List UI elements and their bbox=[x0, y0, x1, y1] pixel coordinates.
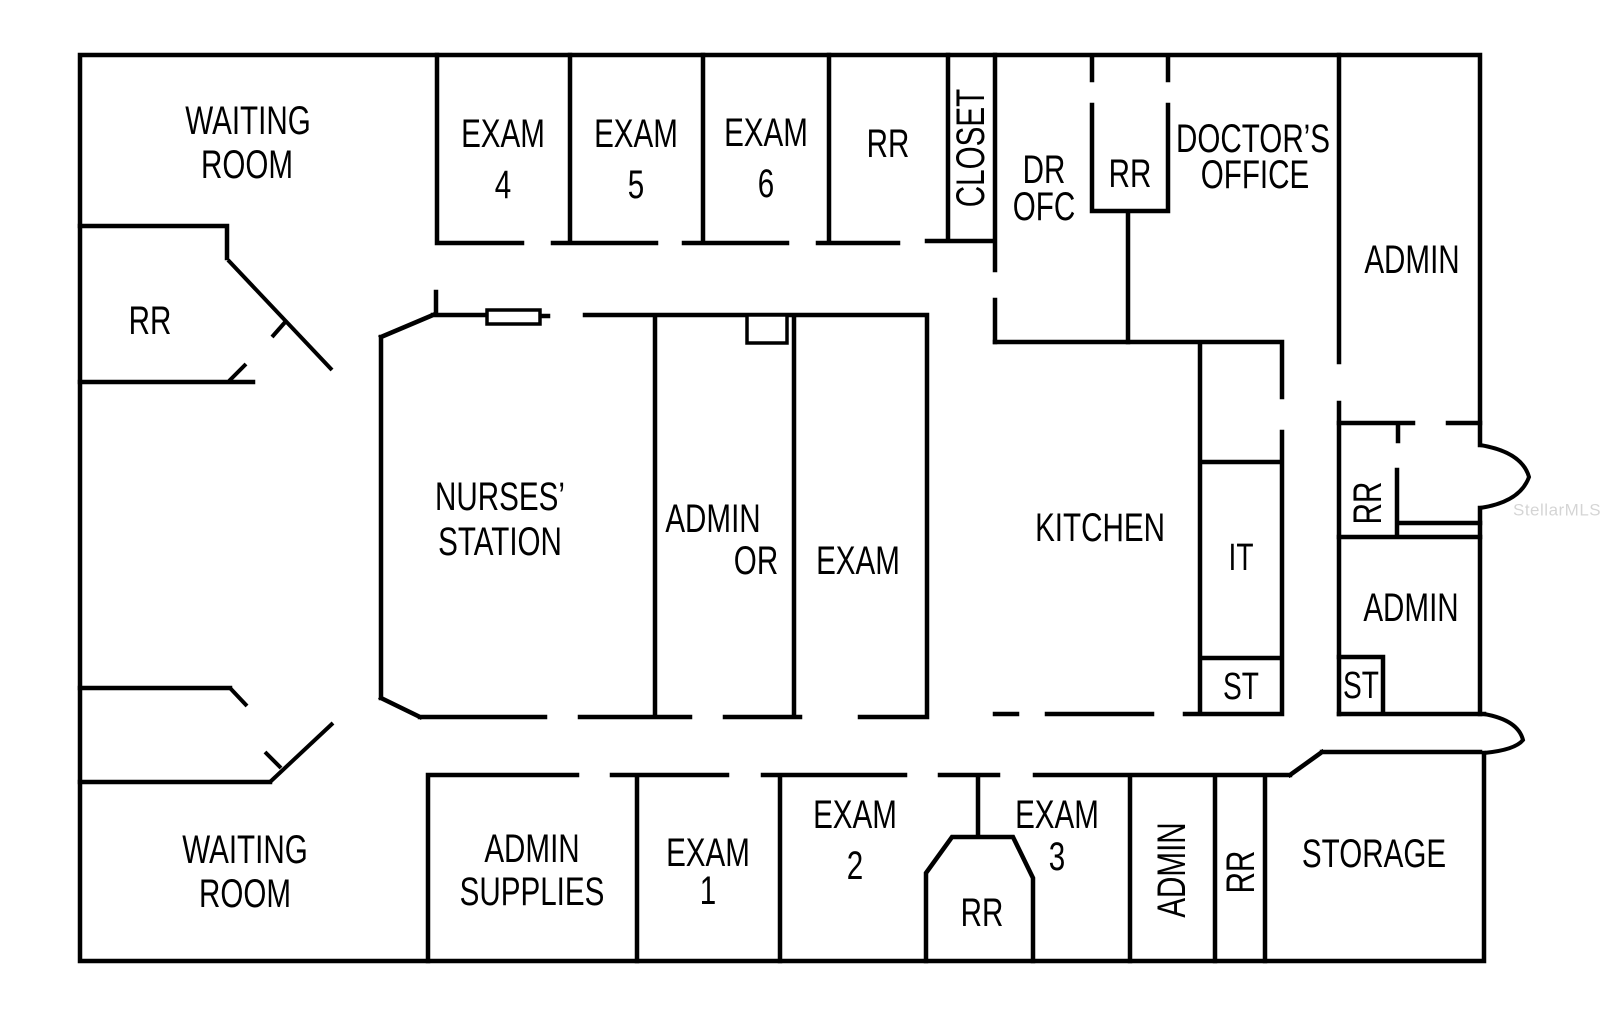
room-label-exam-5: 5 bbox=[628, 163, 644, 207]
room-label-doctors-office: DOCTOR’S bbox=[1176, 117, 1330, 161]
exterior-door-arc-icon bbox=[1479, 443, 1532, 510]
room-label-waiting-room-bottom: WAITING bbox=[182, 828, 307, 872]
door-tick-icon bbox=[227, 362, 248, 383]
room-label-exam-3: 3 bbox=[1049, 835, 1065, 879]
room-label-admin-supplies: ADMIN bbox=[484, 827, 579, 871]
door-tick-icon bbox=[270, 318, 289, 339]
room-label-exam-4: EXAM bbox=[461, 112, 545, 156]
watermark: StellarMLS bbox=[1513, 501, 1600, 520]
interior-walls-right-block bbox=[1336, 420, 1487, 717]
room-label-waiting-room-bottom: ROOM bbox=[199, 872, 291, 916]
room-label-restroom-top-left: RR bbox=[129, 299, 172, 343]
room-label-exam-6: EXAM bbox=[724, 111, 808, 155]
room-label-exam-1: EXAM bbox=[666, 831, 750, 875]
room-label-exam-2: 2 bbox=[847, 844, 863, 888]
sliding-door-icon bbox=[485, 308, 542, 326]
door-leaf-icon bbox=[226, 258, 334, 372]
interior-walls-bottom-row bbox=[425, 748, 1483, 964]
room-label-exam-1: 1 bbox=[700, 869, 716, 913]
room-label-storage: STORAGE bbox=[1302, 832, 1446, 876]
room-label-exam-center: EXAM bbox=[816, 539, 900, 583]
room-label-dr-ofc: OFC bbox=[1013, 185, 1075, 229]
room-label-restroom-bottom-right: RR bbox=[1219, 851, 1263, 894]
room-label-admin-right: ADMIN bbox=[1363, 586, 1458, 630]
room-label-st-right: ST bbox=[1343, 665, 1379, 707]
room-label-exam-5: EXAM bbox=[594, 112, 678, 156]
room-label-exam-6: 6 bbox=[758, 162, 774, 206]
exterior-door-arc-icon bbox=[1483, 712, 1526, 755]
room-label-nurses-station: STATION bbox=[438, 520, 562, 564]
interior-walls-left-strip bbox=[77, 223, 273, 785]
room-label-doctors-office: OFFICE bbox=[1201, 153, 1309, 197]
room-label-admin-bottom: ADMIN bbox=[1150, 822, 1194, 917]
room-label-it: IT bbox=[1229, 537, 1254, 579]
room-label-restroom-bottom-center: RR bbox=[961, 891, 1004, 935]
room-label-admin-or: OR bbox=[734, 539, 778, 583]
room-label-exam-4: 4 bbox=[495, 163, 511, 207]
room-label-restroom-doctor: RR bbox=[1109, 152, 1152, 196]
door-tick-icon bbox=[228, 686, 249, 708]
interior-walls-top-row bbox=[434, 52, 1342, 717]
room-label-admin-supplies: SUPPLIES bbox=[460, 870, 605, 914]
room-label-waiting-room-top: ROOM bbox=[201, 143, 293, 187]
room-label-dr-ofc: DR bbox=[1023, 148, 1066, 192]
room-label-nurses-station: NURSES’ bbox=[435, 475, 565, 519]
room-labels: WAITING ROOM RR EXAM 4 EXAM 5 EXAM 6 RR … bbox=[129, 89, 1460, 935]
room-label-admin-or: ADMIN bbox=[665, 497, 760, 541]
room-label-admin-top-right: ADMIN bbox=[1364, 238, 1459, 282]
room-label-exam-2: EXAM bbox=[813, 793, 897, 837]
room-label-st-kitchen: ST bbox=[1223, 666, 1259, 708]
door-leaf-icon bbox=[268, 721, 335, 784]
room-label-waiting-room-top: WAITING bbox=[185, 99, 310, 143]
room-label-restroom-right: RR bbox=[1346, 482, 1390, 525]
door-symbols bbox=[226, 258, 1532, 784]
door-tick-icon bbox=[263, 750, 283, 770]
door-box-icon bbox=[745, 313, 789, 345]
room-label-closet: CLOSET bbox=[949, 89, 993, 207]
room-label-restroom-top-row: RR bbox=[867, 122, 910, 166]
interior-walls-kitchen-block bbox=[992, 339, 1285, 717]
room-label-exam-3: EXAM bbox=[1015, 793, 1099, 837]
room-label-kitchen: KITCHEN bbox=[1035, 506, 1165, 550]
